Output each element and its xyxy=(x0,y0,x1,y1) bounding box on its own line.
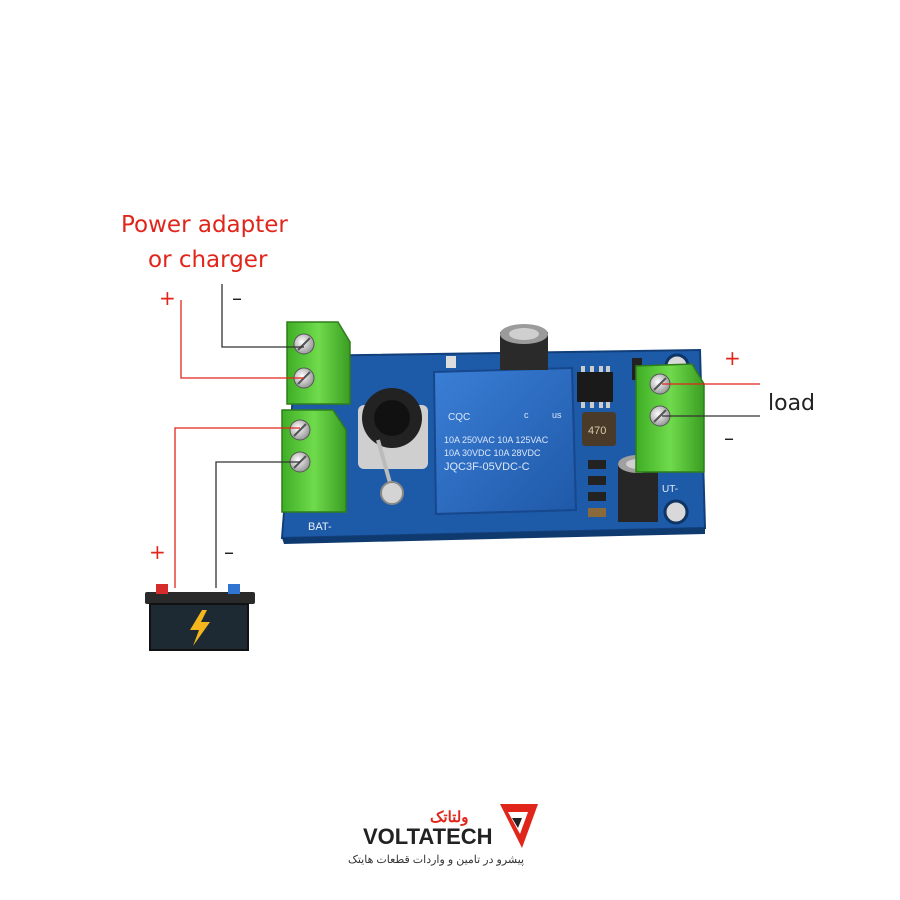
mount-hole xyxy=(663,499,689,525)
wire-power-negative xyxy=(221,284,304,348)
brand-persian-name: ولتاتک xyxy=(430,809,469,826)
buzzer xyxy=(358,388,428,505)
relay-model: JQC3F-05VDC-C xyxy=(444,461,530,473)
inductor-mark: 470 xyxy=(588,425,606,437)
wire-battery-negative xyxy=(215,461,300,588)
brand-logo xyxy=(500,804,538,848)
relay-cert-us: us xyxy=(552,410,562,420)
wire-power-positive xyxy=(180,300,304,379)
bat-label: BAT- xyxy=(308,521,332,533)
wire-battery-positive xyxy=(174,427,300,588)
relay: CQC c us 10A 250VAC 10A 125VAC 10A 30VDC… xyxy=(432,366,578,516)
relay-cert-cqc: CQC xyxy=(448,412,470,423)
power-plus-sign: + xyxy=(159,286,176,310)
lightning-icon xyxy=(190,610,210,646)
power-adapter-label-line2: or charger xyxy=(148,247,268,273)
load-minus-sign: – xyxy=(724,426,734,450)
load-label: load xyxy=(768,391,816,416)
load-plus-sign: + xyxy=(724,346,741,370)
battery-plus-sign: + xyxy=(149,540,166,564)
terminal-block-power xyxy=(286,321,351,405)
capacitor-top xyxy=(500,324,548,370)
relay-cert-c: c xyxy=(524,410,529,420)
brand-tagline: پیشرو در تامین و واردات قطعات هایتک xyxy=(348,854,524,866)
brand-name: VOLTATECH xyxy=(363,824,493,849)
terminal-block-battery xyxy=(281,409,347,513)
relay-rating-2: 10A 30VDC 10A 28VDC xyxy=(444,448,541,458)
out-label: UT- xyxy=(662,484,678,495)
power-adapter-label-line1: Power adapter xyxy=(121,212,288,238)
terminal-block-load xyxy=(635,363,705,473)
relay-rating-1: 10A 250VAC 10A 125VAC xyxy=(444,435,549,445)
battery-icon xyxy=(145,584,255,651)
battery-minus-sign: – xyxy=(224,540,234,564)
wires xyxy=(174,284,760,588)
power-minus-sign: – xyxy=(232,286,242,310)
inductor: 470 xyxy=(582,412,616,446)
ic-chip xyxy=(577,366,613,408)
